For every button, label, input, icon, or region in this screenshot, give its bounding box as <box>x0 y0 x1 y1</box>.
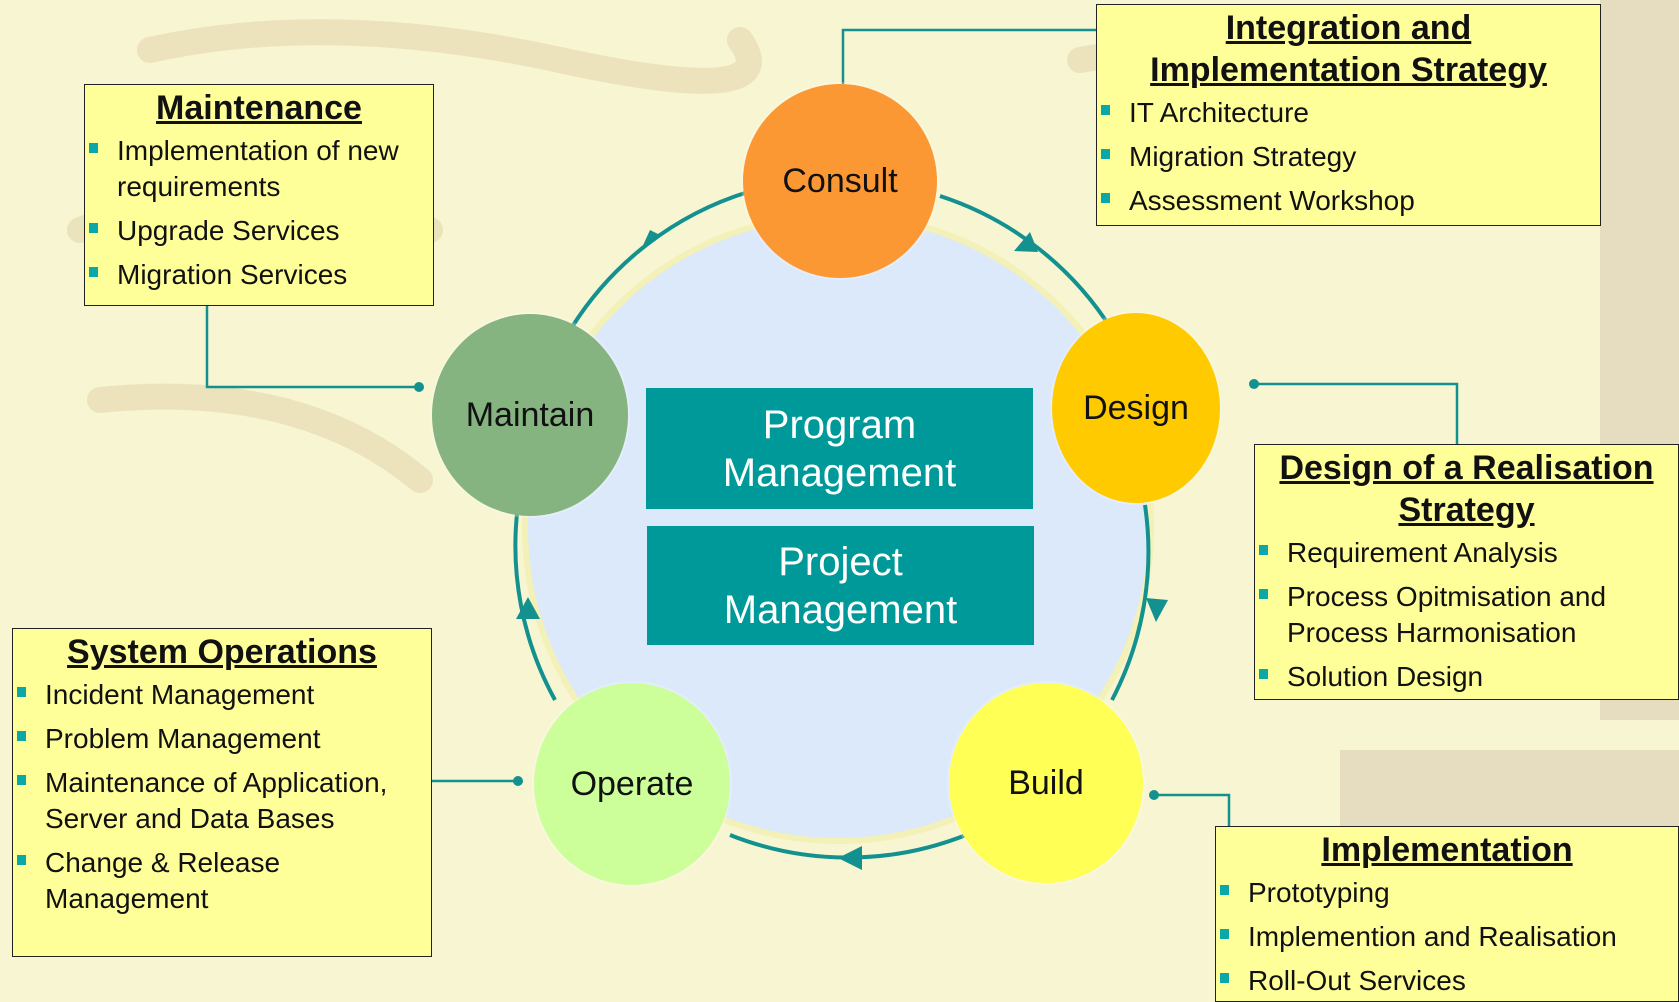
implementation-title: Implementation <box>1321 831 1573 869</box>
arrow-to-operate <box>838 846 862 870</box>
integration-list: IT Architecture Migration Strategy Asses… <box>1097 95 1600 219</box>
list-item: Problem Management <box>13 721 431 757</box>
list-item: Migration Strategy <box>1097 139 1600 175</box>
design-strategy-box: Design of a Realisation Strategy Require… <box>1254 444 1679 700</box>
program-management-label: Program Management <box>722 402 957 495</box>
connector-dot <box>513 776 523 786</box>
arrow-to-build <box>1146 598 1168 622</box>
system-operations-box: System Operations Incident Management Pr… <box>12 628 432 957</box>
design-strategy-title: Design of a Realisation Strategy <box>1279 449 1654 529</box>
list-item: Assessment Workshop <box>1097 183 1600 219</box>
node-consult-label: Consult <box>782 161 898 200</box>
connector-maintain-maintenance <box>205 306 419 389</box>
list-item: Implementation of new requirements <box>85 133 433 205</box>
node-build: Build <box>949 683 1143 883</box>
connector-design-box <box>1254 382 1459 444</box>
arc-consult-design <box>939 194 1114 332</box>
design-strategy-list: Requirement Analysis Process Opitmisatio… <box>1255 535 1678 695</box>
node-operate-label: Operate <box>570 764 694 803</box>
project-management-label: Project Management <box>723 539 958 632</box>
connector-dot <box>414 382 424 392</box>
node-maintain-label: Maintain <box>465 395 595 434</box>
integration-box: Integration and Implementation Strategy … <box>1096 4 1601 226</box>
maintenance-box: Maintenance Implementation of new requir… <box>84 84 434 306</box>
maintenance-list: Implementation of new requirements Upgra… <box>85 133 433 293</box>
list-item: Process Opitmisation and Process Harmoni… <box>1255 579 1678 651</box>
list-item: Maintenance of Application, Server and D… <box>13 765 431 837</box>
system-operations-title: System Operations <box>67 633 377 671</box>
arc-operate-maintain <box>513 504 557 701</box>
program-management-box: Program Management <box>646 388 1033 509</box>
list-item: Prototyping <box>1216 875 1678 911</box>
node-maintain: Maintain <box>432 314 628 516</box>
list-item: Upgrade Services <box>85 213 433 249</box>
node-design-label: Design <box>1083 388 1189 427</box>
connector-consult-integration <box>841 28 1096 84</box>
implementation-box: Implementation Prototyping Implemention … <box>1215 826 1679 1002</box>
node-design: Design <box>1052 313 1220 503</box>
list-item: Incident Management <box>13 677 431 713</box>
project-management-box: Project Management <box>647 526 1034 645</box>
integration-title: Integration and Implementation Strategy <box>1150 9 1547 89</box>
list-item: IT Architecture <box>1097 95 1600 131</box>
arc-design-build <box>1110 504 1151 701</box>
arrow-to-consult <box>640 230 660 252</box>
connector-dot <box>1149 790 1159 800</box>
list-item: Migration Services <box>85 257 433 293</box>
node-consult: Consult <box>743 84 937 278</box>
connector-build-implementation <box>1154 793 1231 826</box>
node-operate: Operate <box>534 683 730 885</box>
system-operations-list: Incident Management Problem Management M… <box>13 677 431 917</box>
node-build-label: Build <box>1008 763 1084 802</box>
connector-dot <box>1249 379 1259 389</box>
arrow-to-design <box>1014 232 1038 252</box>
list-item: Roll-Out Services <box>1216 963 1678 999</box>
arrow-to-maintain <box>516 597 540 619</box>
maintenance-title: Maintenance <box>156 89 362 127</box>
list-item: Solution Design <box>1255 659 1678 695</box>
list-item: Requirement Analysis <box>1255 535 1678 571</box>
list-item: Change & Release Management <box>13 845 431 917</box>
implementation-list: Prototyping Implemention and Realisation… <box>1216 875 1678 999</box>
list-item: Implemention and Realisation <box>1216 919 1678 955</box>
